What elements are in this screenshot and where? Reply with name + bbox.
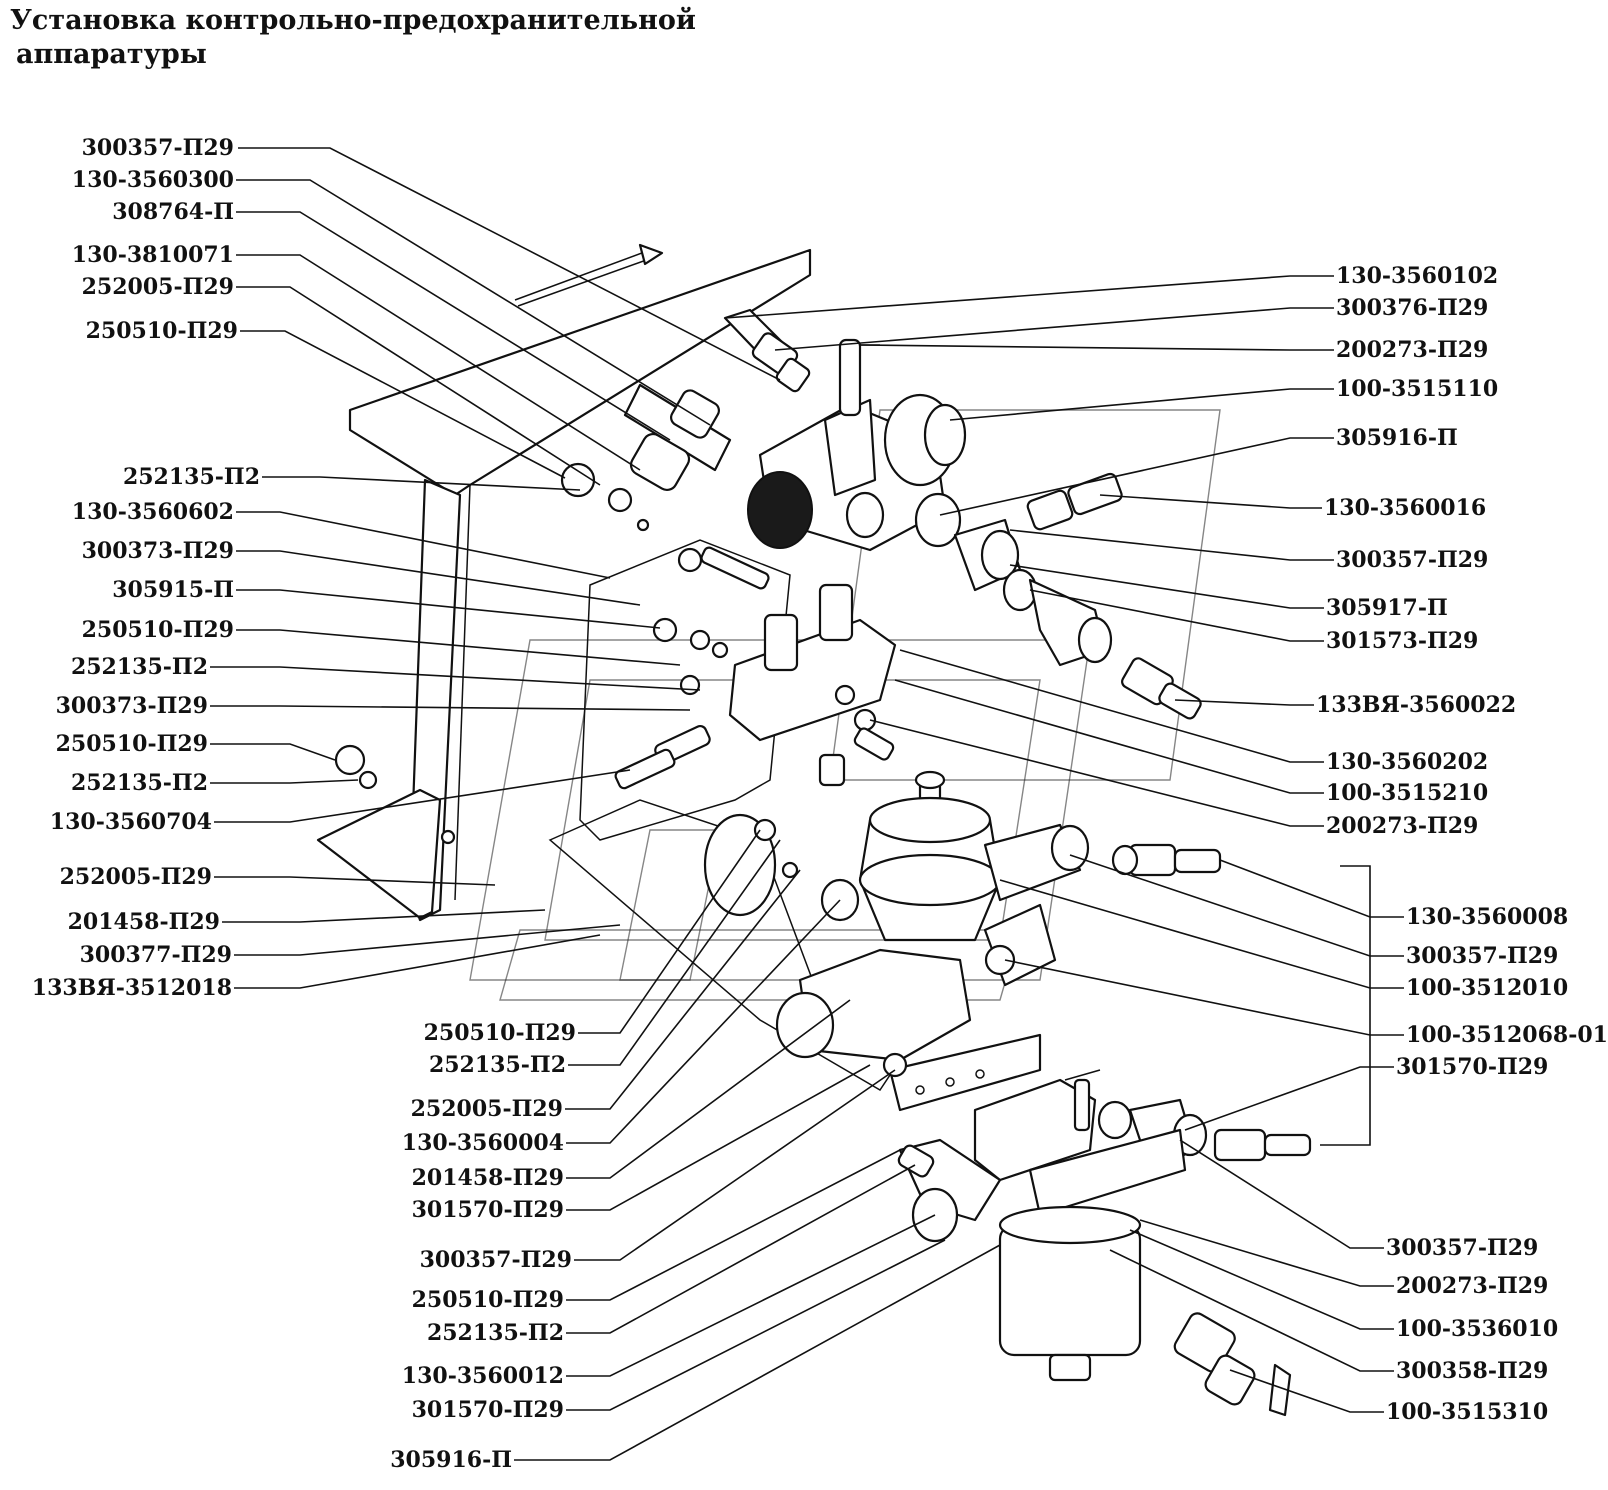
part-label: 201458-П29	[68, 909, 220, 935]
part-label: 300357-П29	[1406, 943, 1558, 969]
part-label: 301570-П29	[412, 1397, 564, 1423]
part-label: 100-3536010	[1396, 1316, 1558, 1342]
part-label: 305916-П	[390, 1447, 512, 1473]
part-label: 308764-П	[112, 199, 234, 225]
part-label: 100-3512068-01	[1406, 1022, 1608, 1048]
part-label: 252005-П29	[60, 864, 212, 890]
part-label: 100-3515110	[1336, 376, 1498, 402]
part-label: 252135-П2	[71, 654, 208, 680]
part-label: 300376-П29	[1336, 295, 1488, 321]
part-label: 305915-П	[112, 577, 234, 603]
part-label: 130-3560008	[1406, 904, 1568, 930]
part-label: 250510-П29	[82, 617, 234, 643]
part-label: 300373-П29	[56, 693, 208, 719]
part-label: 133ВЯ-3560022	[1316, 692, 1516, 718]
part-label: 252005-П29	[411, 1096, 563, 1122]
part-label: 201458-П29	[412, 1165, 564, 1191]
part-label: 252135-П2	[427, 1320, 564, 1346]
upper-valve-assembly	[560, 308, 1202, 720]
part-label: 250510-П29	[424, 1020, 576, 1046]
part-labels-left: 300357-П29 130-3560300 308764-П 130-3810…	[32, 135, 576, 1473]
part-label: 301573-П29	[1326, 628, 1478, 654]
lower-filter-assembly	[897, 1069, 1312, 1417]
part-label: 300357-П29	[1386, 1235, 1538, 1261]
part-label: 252135-П2	[71, 770, 208, 796]
part-label: 130-3560704	[50, 809, 212, 835]
pressure-regulator	[703, 770, 1222, 1112]
part-labels-right: 130-3560102 300376-П29 200273-П29 100-35…	[1316, 263, 1608, 1425]
part-label: 130-3560016	[1324, 495, 1486, 521]
part-label: 130-3560202	[1326, 749, 1488, 775]
part-label: 300357-П29	[1336, 547, 1488, 573]
title-line-2: аппаратуры	[16, 39, 207, 70]
part-label: 100-3512010	[1406, 975, 1568, 1001]
part-label: 200273-П29	[1336, 337, 1488, 363]
diagram-title: Установка контрольно-предохранительной а…	[10, 4, 696, 72]
part-label: 300373-П29	[82, 538, 234, 564]
title-line-1: Установка контрольно-предохранительной	[10, 5, 696, 36]
part-label: 252135-П2	[123, 464, 260, 490]
part-label: 130-3560602	[72, 499, 234, 525]
part-label: 305916-П	[1336, 425, 1458, 451]
part-label: 100-3515210	[1326, 780, 1488, 806]
part-label: 300357-П29	[420, 1247, 572, 1273]
leader-lines-right	[724, 275, 1404, 1413]
part-label: 300357-П29	[82, 135, 234, 161]
part-label: 130-3810071	[72, 242, 234, 268]
part-label: 301570-П29	[1396, 1054, 1548, 1080]
part-label: 100-3515310	[1386, 1399, 1548, 1425]
part-label: 250510-П29	[86, 318, 238, 344]
middle-tee-block	[334, 546, 897, 790]
part-label: 250510-П29	[56, 731, 208, 757]
leader-lines-left	[210, 147, 1001, 1461]
part-label: 301570-П29	[412, 1197, 564, 1223]
part-label: 300358-П29	[1396, 1358, 1548, 1384]
part-label: 133ВЯ-3512018	[32, 975, 232, 1001]
part-label: 200273-П29	[1326, 813, 1478, 839]
part-label: 300377-П29	[80, 942, 232, 968]
part-label: 130-3560012	[402, 1363, 564, 1389]
part-label: 130-3560004	[402, 1130, 564, 1156]
part-label: 130-3560102	[1336, 263, 1498, 289]
part-label: 200273-П29	[1396, 1273, 1548, 1299]
part-label: 250510-П29	[412, 1287, 564, 1313]
part-label: 305917-П	[1326, 595, 1448, 621]
part-label: 252135-П2	[429, 1052, 566, 1078]
part-label: 130-3560300	[72, 167, 234, 193]
part-label: 252005-П29	[82, 274, 234, 300]
